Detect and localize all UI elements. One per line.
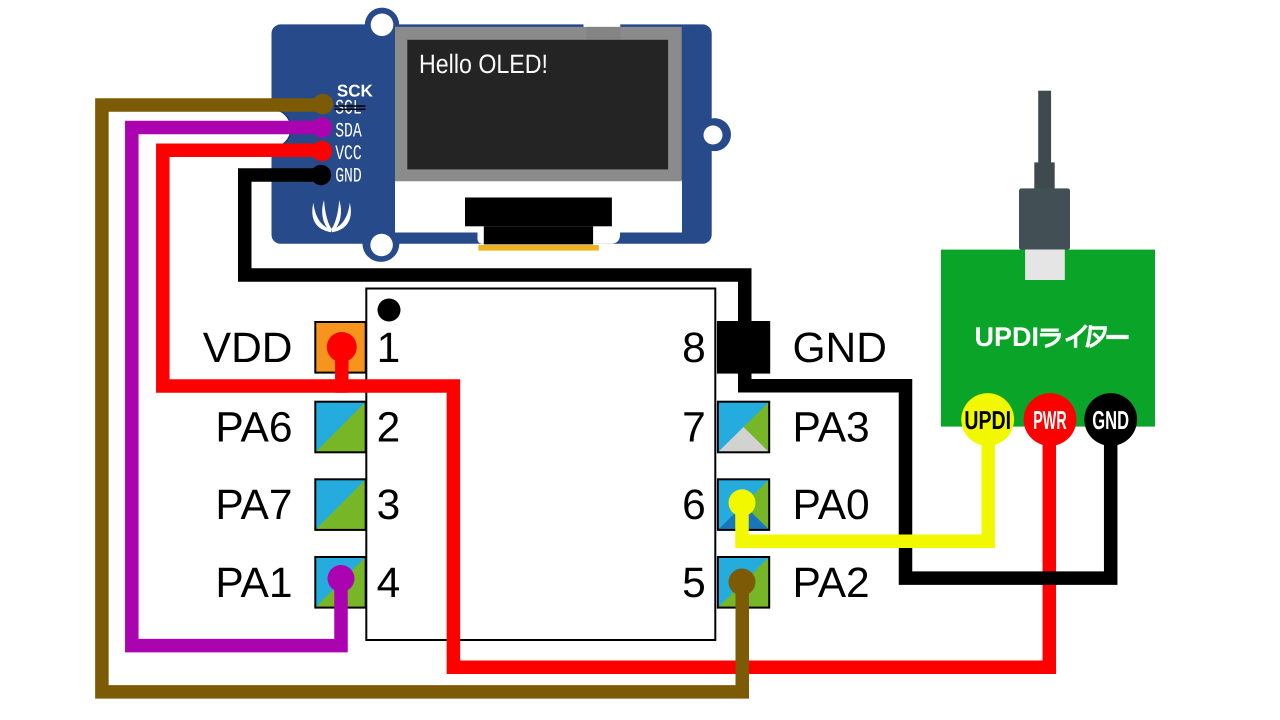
svg-text:PA2: PA2 <box>793 560 870 607</box>
svg-text:5: 5 <box>682 560 706 607</box>
svg-text:UPDI: UPDI <box>975 322 1040 352</box>
svg-text:PA3: PA3 <box>793 405 870 452</box>
svg-text:VCC: VCC <box>335 143 362 166</box>
svg-text:7: 7 <box>682 405 706 452</box>
svg-text:GND: GND <box>1092 405 1129 435</box>
svg-text:8: 8 <box>682 325 706 372</box>
svg-text:6: 6 <box>682 482 706 529</box>
svg-text:PA0: PA0 <box>793 482 870 529</box>
svg-text:3: 3 <box>377 482 401 529</box>
svg-text:PWR: PWR <box>1033 405 1067 435</box>
svg-text:PA6: PA6 <box>215 405 292 452</box>
svg-text:2: 2 <box>377 405 401 452</box>
svg-text:1: 1 <box>377 325 401 372</box>
svg-text:Hello OLED!: Hello OLED! <box>419 49 548 79</box>
svg-text:GND: GND <box>793 325 887 372</box>
svg-text:4: 4 <box>377 560 401 607</box>
svg-text:GND: GND <box>335 166 362 189</box>
svg-text:SCK: SCK <box>337 82 374 101</box>
svg-text:PA7: PA7 <box>215 482 292 529</box>
svg-text:UPDI: UPDI <box>964 405 1011 435</box>
svg-text:SDA: SDA <box>335 120 362 143</box>
svg-text:PA1: PA1 <box>215 560 292 607</box>
svg-text:VDD: VDD <box>203 325 293 372</box>
